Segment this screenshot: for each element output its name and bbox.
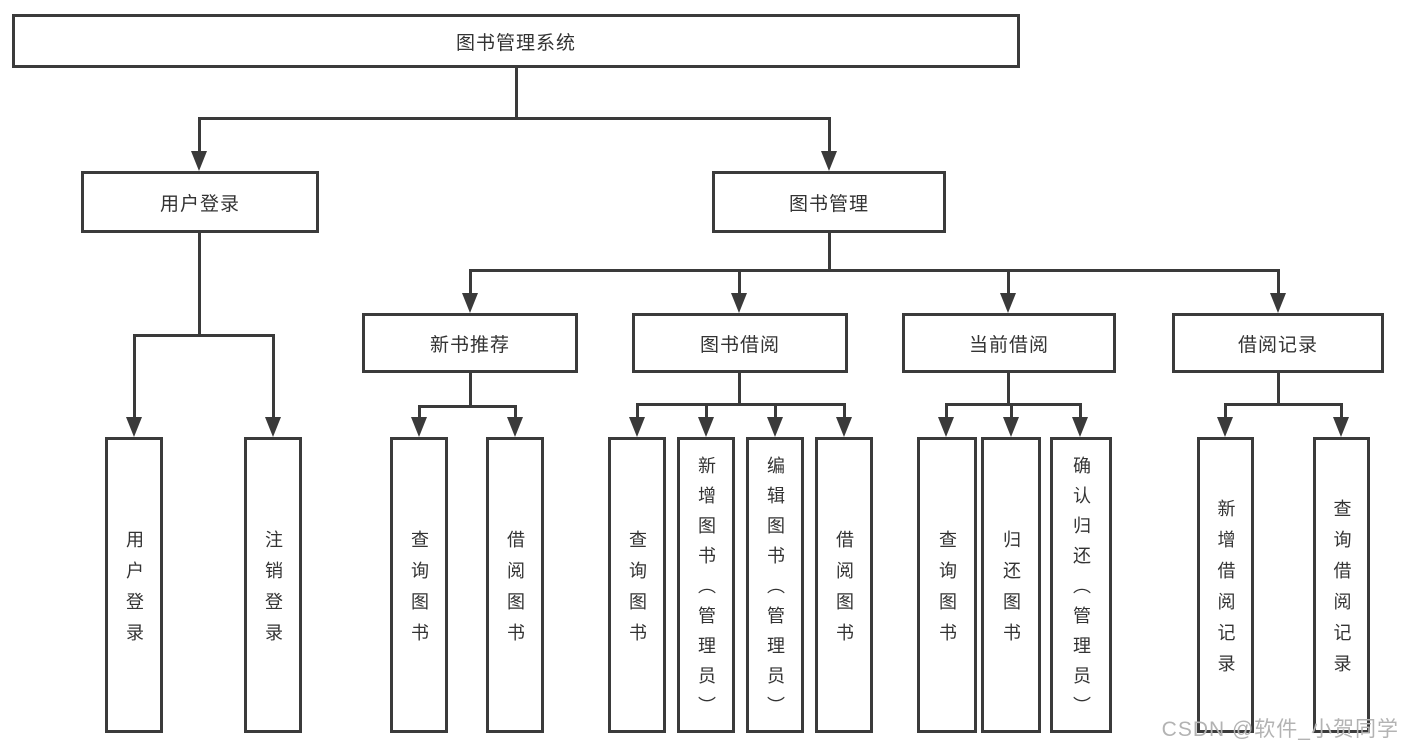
leaf-borrow-books-1: 借阅图书: [486, 437, 544, 733]
leaf-query-borrow-record: 查询借阅记录: [1313, 437, 1370, 733]
connector-segment: [469, 269, 472, 295]
connector-segment: [515, 68, 518, 120]
connector-segment: [738, 373, 741, 405]
node-label: 查询图书: [627, 529, 647, 654]
connector-segment: [828, 117, 831, 155]
node-label: 查询图书: [409, 529, 429, 654]
connector-segment: [1007, 373, 1010, 405]
arrowhead-down-icon: [1000, 293, 1016, 313]
connector-segment: [636, 403, 846, 406]
connector-segment: [514, 405, 517, 421]
node-label: 查询图书: [937, 529, 957, 654]
connector-segment: [1277, 269, 1280, 295]
arrowhead-down-icon: [836, 417, 852, 437]
connector-segment: [469, 269, 1280, 272]
node-label: 借阅记录: [1237, 334, 1318, 356]
arrowhead-down-icon: [1003, 417, 1019, 437]
arrowhead-down-icon: [698, 417, 714, 437]
arrowhead-down-icon: [767, 417, 783, 437]
connector-segment: [1340, 403, 1343, 421]
connector-segment: [1224, 403, 1343, 406]
node-label: 用户登录: [159, 193, 240, 215]
leaf-add-books-admin: 新增图书（管理员）: [677, 437, 735, 733]
connector-segment: [133, 334, 274, 337]
leaf-add-borrow-record: 新增借阅记录: [1197, 437, 1254, 733]
leaf-return-books: 归还图书: [981, 437, 1041, 733]
arrowhead-down-icon: [191, 151, 207, 171]
leaf-query-books-3: 查询图书: [917, 437, 977, 733]
connector-segment: [738, 269, 741, 295]
arrowhead-down-icon: [1270, 293, 1286, 313]
connector-segment: [945, 403, 1082, 406]
connector-segment: [418, 405, 421, 421]
node-label: 新增图书（管理员）: [696, 456, 716, 726]
connector-segment: [828, 233, 831, 271]
node-label: 当前借阅: [968, 334, 1049, 356]
connector-segment: [1007, 269, 1010, 295]
connector-segment: [636, 403, 639, 421]
leaf-query-books-1: 查询图书: [390, 437, 448, 733]
connector-segment: [469, 373, 472, 407]
arrowhead-down-icon: [126, 417, 142, 437]
node-label: 注销登录: [263, 529, 283, 654]
connector-segment: [198, 117, 201, 155]
arrowhead-down-icon: [1217, 417, 1233, 437]
node-label: 图书借阅: [699, 334, 780, 356]
connector-segment: [133, 334, 136, 419]
leaf-logout: 注销登录: [244, 437, 302, 733]
node-borrow-records: 借阅记录: [1172, 313, 1384, 373]
connector-segment: [774, 403, 777, 421]
node-label: 图书管理: [788, 193, 869, 215]
node-user-login: 用户登录: [81, 171, 319, 233]
arrowhead-down-icon: [938, 417, 954, 437]
connector-segment: [705, 403, 708, 421]
node-book-management: 图书管理: [712, 171, 946, 233]
leaf-confirm-return-admin: 确认归还（管理员）: [1050, 437, 1112, 733]
leaf-query-books-2: 查询图书: [608, 437, 666, 733]
connector-segment: [945, 403, 948, 421]
node-root-library-system: 图书管理系统: [12, 14, 1020, 68]
node-current-borrow: 当前借阅: [902, 313, 1116, 373]
arrowhead-down-icon: [1072, 417, 1088, 437]
leaf-borrow-books-2: 借阅图书: [815, 437, 873, 733]
node-new-book-recommend: 新书推荐: [362, 313, 578, 373]
connector-segment: [1224, 403, 1227, 421]
node-label: 确认归还（管理员）: [1071, 456, 1091, 726]
leaf-edit-books-admin: 编辑图书（管理员）: [746, 437, 804, 733]
arrowhead-down-icon: [411, 417, 427, 437]
node-label: 借阅图书: [505, 529, 525, 654]
connector-segment: [1079, 403, 1082, 421]
node-label: 图书管理系统: [455, 32, 576, 54]
connector-segment: [198, 233, 201, 336]
node-label: 查询借阅记录: [1331, 498, 1352, 685]
node-label: 借阅图书: [834, 529, 854, 654]
connector-segment: [1277, 373, 1280, 405]
connector-segment: [198, 117, 831, 120]
arrowhead-down-icon: [507, 417, 523, 437]
node-label: 编辑图书（管理员）: [765, 456, 785, 726]
connector-segment: [843, 403, 846, 421]
csdn-watermark: CSDN @软件_小贺同学: [1161, 718, 1399, 741]
connector-segment: [418, 405, 517, 408]
node-label: 新书推荐: [429, 334, 510, 356]
arrowhead-down-icon: [462, 293, 478, 313]
arrowhead-down-icon: [1333, 417, 1349, 437]
node-book-borrow: 图书借阅: [632, 313, 848, 373]
leaf-user-login: 用户登录: [105, 437, 163, 733]
node-label: 用户登录: [124, 529, 144, 654]
connector-segment: [1010, 403, 1013, 421]
arrowhead-down-icon: [629, 417, 645, 437]
arrowhead-down-icon: [265, 417, 281, 437]
arrowhead-down-icon: [731, 293, 747, 313]
arrowhead-down-icon: [821, 151, 837, 171]
node-label: 归还图书: [1001, 529, 1021, 654]
connector-segment: [272, 334, 275, 419]
node-label: 新增借阅记录: [1215, 498, 1236, 685]
